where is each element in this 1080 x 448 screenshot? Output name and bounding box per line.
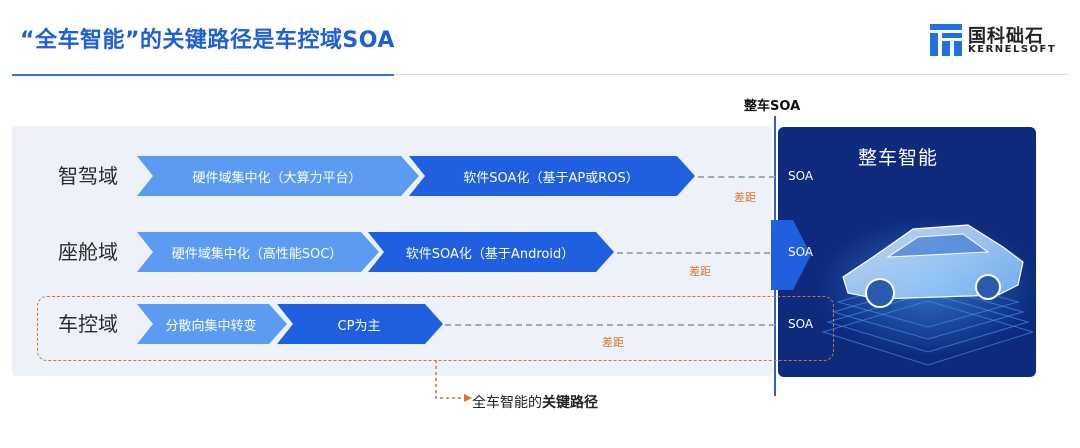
gap-label: 差距 bbox=[734, 191, 756, 204]
step-chevron bbox=[409, 156, 695, 196]
domain-label: 车控域 bbox=[58, 312, 118, 336]
gap-label: 差距 bbox=[689, 265, 711, 278]
step-label: 软件SOA化（基于Android） bbox=[405, 247, 575, 262]
domain-label: 座舱域 bbox=[58, 240, 118, 264]
gap-dashed-line bbox=[445, 324, 775, 326]
page-title: “全车智能”的关键路径是车控域SOA bbox=[20, 28, 395, 53]
step-label: 硬件域集中化（大算力平台） bbox=[192, 171, 362, 186]
soa-label: SOA bbox=[788, 245, 814, 259]
step-chevron bbox=[368, 232, 614, 272]
step-chevron bbox=[277, 304, 443, 344]
domain-label: 智驾域 bbox=[58, 164, 118, 188]
key-path-label: 全车智能的关键路径 bbox=[472, 392, 598, 412]
step-chevron bbox=[137, 232, 379, 272]
soa-boundary-label: 整车SOA bbox=[744, 99, 801, 114]
key-path-prefix: 全车智能的 bbox=[472, 395, 542, 411]
key-path-connector bbox=[435, 360, 472, 402]
gap-dashed-line bbox=[698, 176, 775, 178]
brand-logo: 国科础石 KERNELSOFT bbox=[930, 20, 1070, 64]
car-illustration bbox=[818, 217, 1033, 366]
target-title: 整车智能 bbox=[858, 147, 939, 169]
step-chevron bbox=[137, 304, 287, 344]
soa-label: SOA bbox=[788, 169, 814, 183]
target-panel: 整车智能 bbox=[778, 127, 1036, 377]
merge-arrow-icon bbox=[771, 220, 811, 290]
step-label: 分散向集中转变 bbox=[165, 319, 257, 334]
step-chevron bbox=[137, 156, 419, 196]
step-label: 软件SOA化（基于AP或ROS） bbox=[463, 171, 639, 186]
gap-label: 差距 bbox=[602, 336, 624, 349]
title-rule-blue bbox=[12, 74, 394, 76]
logo-text-cn: 国科础石 bbox=[968, 26, 1044, 47]
step-label: CP为主 bbox=[337, 319, 381, 334]
title-rule-grey bbox=[394, 74, 1068, 75]
soa-label: SOA bbox=[788, 317, 814, 331]
key-path-bold: 关键路径 bbox=[542, 395, 598, 411]
logo-text-en: KERNELSOFT bbox=[968, 44, 1057, 55]
gap-dashed-line bbox=[617, 252, 770, 254]
logo-mark-icon bbox=[930, 24, 962, 56]
step-label: 硬件域集中化（高性能SOC） bbox=[171, 247, 343, 262]
